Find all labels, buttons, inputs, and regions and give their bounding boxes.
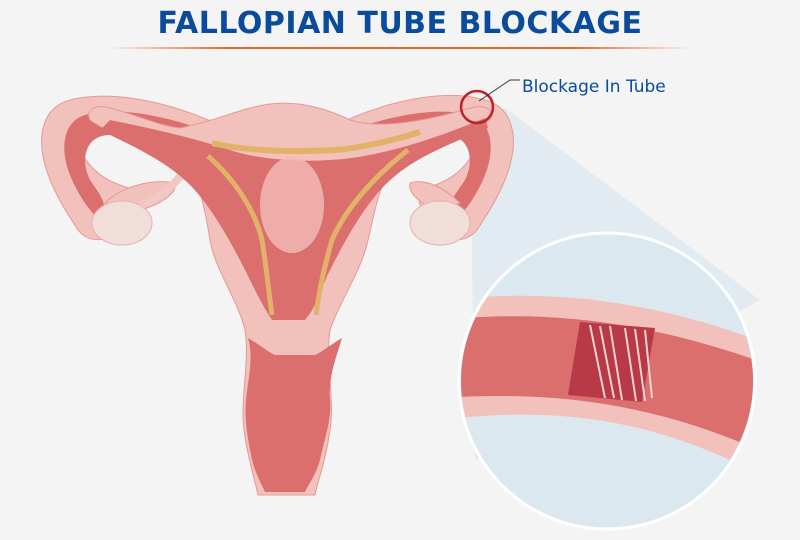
uterus <box>88 102 492 496</box>
magnified-tube-view <box>457 231 757 531</box>
page-title: FALLOPIAN TUBE BLOCKAGE <box>157 6 643 41</box>
blockage-callout-label: Blockage In Tube <box>522 77 666 97</box>
blockage-tissue <box>568 322 655 402</box>
blockage-marker <box>459 79 520 125</box>
title-underline <box>108 47 692 49</box>
